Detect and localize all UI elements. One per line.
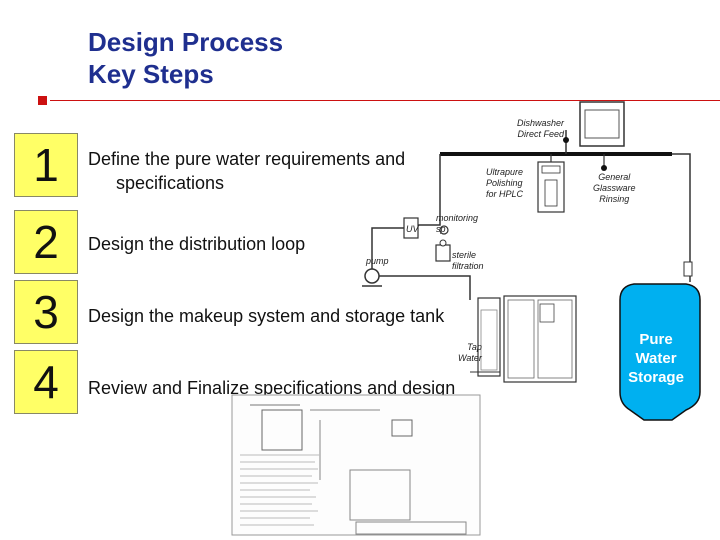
- step-3-number: 3: [14, 280, 78, 344]
- ultrapure-polishing-unit: [537, 154, 565, 213]
- glassware-label: General Glassware Rinsing: [593, 172, 636, 204]
- pump-label: pump: [366, 256, 389, 266]
- makeup-pipe: [379, 275, 471, 300]
- slide-title: Design Process Key Steps: [88, 26, 283, 90]
- specification-document: [231, 394, 481, 536]
- tap-water-label: Tap Water: [458, 342, 482, 363]
- step-3-text: Design the makeup system and storage tan…: [88, 306, 445, 326]
- makeup-system-cabinets: [477, 295, 577, 383]
- monitoring-sensor: [439, 225, 449, 235]
- step-1-text-line1: Define the pure water requirements and: [88, 149, 406, 169]
- title-line-2: Key Steps: [88, 59, 214, 89]
- title-divider: [50, 100, 720, 101]
- uv-label: UV: [406, 224, 419, 234]
- monitoring-label: monitoring sp: [436, 213, 479, 234]
- title-line-1: Design Process: [88, 27, 284, 57]
- storage-tank: [619, 261, 701, 421]
- dishwasher-label: Dishwasher Direct Feed: [517, 118, 565, 139]
- pump: [362, 268, 382, 287]
- return-pipe: [672, 153, 691, 282]
- step-2-number: 2: [14, 210, 78, 274]
- sterile-filter: [435, 239, 451, 262]
- loop-pipe: [404, 154, 441, 226]
- step-1-text: Define the pure water requirements and s…: [88, 147, 405, 195]
- storage-tank-label: Pure Water Storage: [628, 331, 684, 386]
- step-4-number: 4: [14, 350, 78, 414]
- dishwasher-unit: [563, 101, 625, 154]
- ultrapure-label: Ultrapure Polishing for HPLC: [486, 167, 524, 199]
- glassware-rinsing-valve: [601, 154, 607, 171]
- step-2-text: Design the distribution loop: [88, 234, 306, 254]
- pump-feed-pipe: [371, 227, 404, 270]
- sterile-filtration-label: sterile filtration: [452, 250, 484, 271]
- step-1-number: 1: [14, 133, 78, 197]
- step-1-text-line2: specifications: [116, 173, 225, 193]
- step-4-text: Review and Finalize specifications and d…: [88, 378, 456, 398]
- bullet-square-icon: [38, 96, 47, 105]
